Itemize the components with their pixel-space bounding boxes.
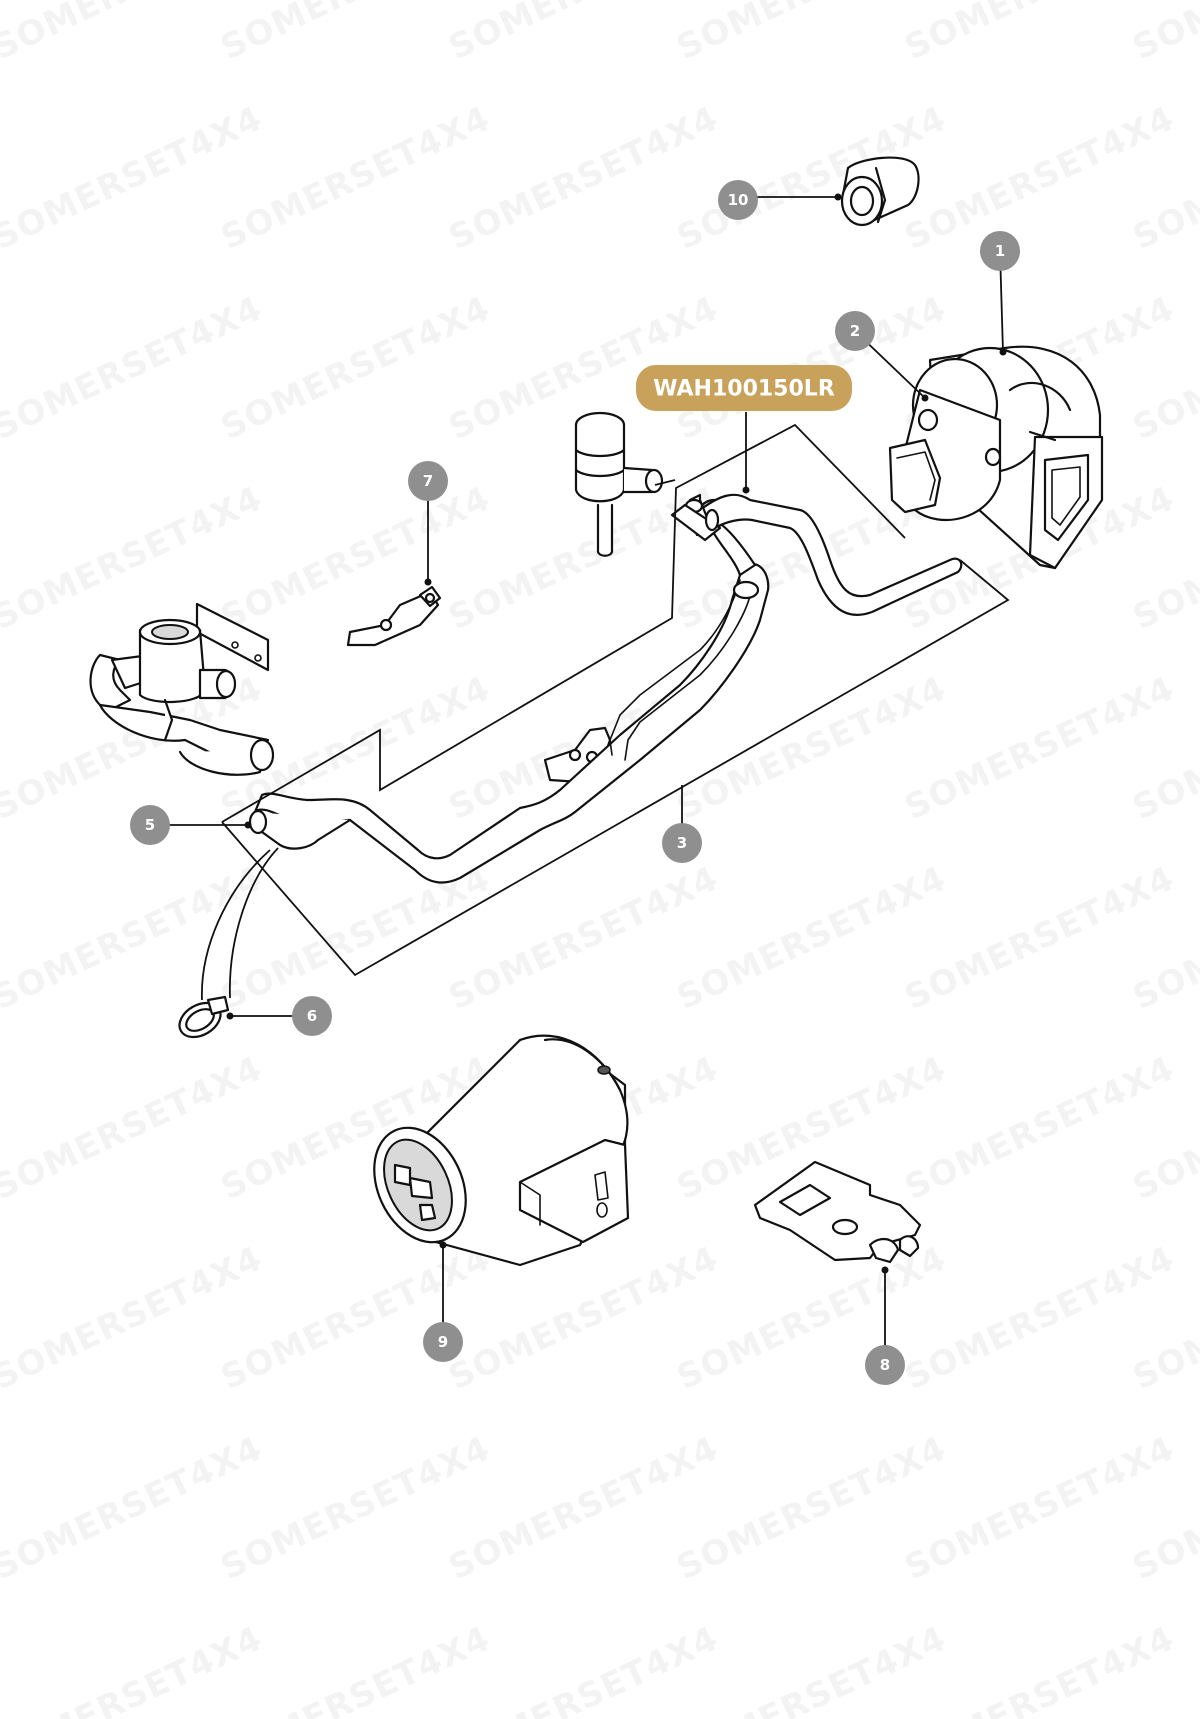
callout-1[interactable]: 1 bbox=[980, 231, 1020, 271]
callout-5-label: 5 bbox=[145, 816, 155, 834]
watermark-text: SOMERSET4X4 bbox=[0, 1618, 269, 1719]
left-valve-assembly bbox=[89, 602, 275, 776]
callout-5[interactable]: 5 bbox=[130, 805, 170, 845]
part-1-purge-valve[interactable] bbox=[888, 345, 1104, 570]
part-number-label[interactable]: WAH100150LR bbox=[636, 365, 852, 411]
callout-10-label: 10 bbox=[728, 191, 749, 209]
callout-8-label: 8 bbox=[880, 1356, 890, 1374]
callout-7[interactable]: 7 bbox=[408, 461, 448, 501]
callout-6-label: 6 bbox=[307, 1007, 317, 1025]
part-6-hose-clamp[interactable] bbox=[173, 847, 279, 1044]
callout-9-label: 9 bbox=[438, 1333, 448, 1351]
part-number-text: WAH100150LR bbox=[653, 377, 835, 402]
callout-1-label: 1 bbox=[995, 242, 1005, 260]
callout-10[interactable]: 10 bbox=[718, 180, 758, 220]
callout-7-label: 7 bbox=[423, 472, 433, 490]
part-10-bush[interactable] bbox=[840, 156, 920, 227]
callout-2-label: 2 bbox=[850, 322, 860, 340]
callout-2[interactable]: 2 bbox=[835, 311, 875, 351]
callout-8[interactable]: 8 bbox=[865, 1345, 905, 1385]
callout-3-label: 3 bbox=[677, 834, 687, 852]
callout-3[interactable]: 3 bbox=[662, 823, 702, 863]
callout-9[interactable]: 9 bbox=[423, 1322, 463, 1362]
part-9-charcoal-canister[interactable] bbox=[357, 1034, 630, 1267]
callout-6[interactable]: 6 bbox=[292, 996, 332, 1036]
watermark-text: SOMERSET4X4 bbox=[1127, 0, 1200, 68]
part-7-bracket[interactable] bbox=[346, 585, 442, 647]
leader-dots bbox=[226, 193, 1007, 1274]
part-3-hose-assembly[interactable] bbox=[248, 493, 963, 884]
small-valve-upper bbox=[574, 411, 664, 557]
part-8-bracket-plate[interactable] bbox=[753, 1160, 922, 1264]
